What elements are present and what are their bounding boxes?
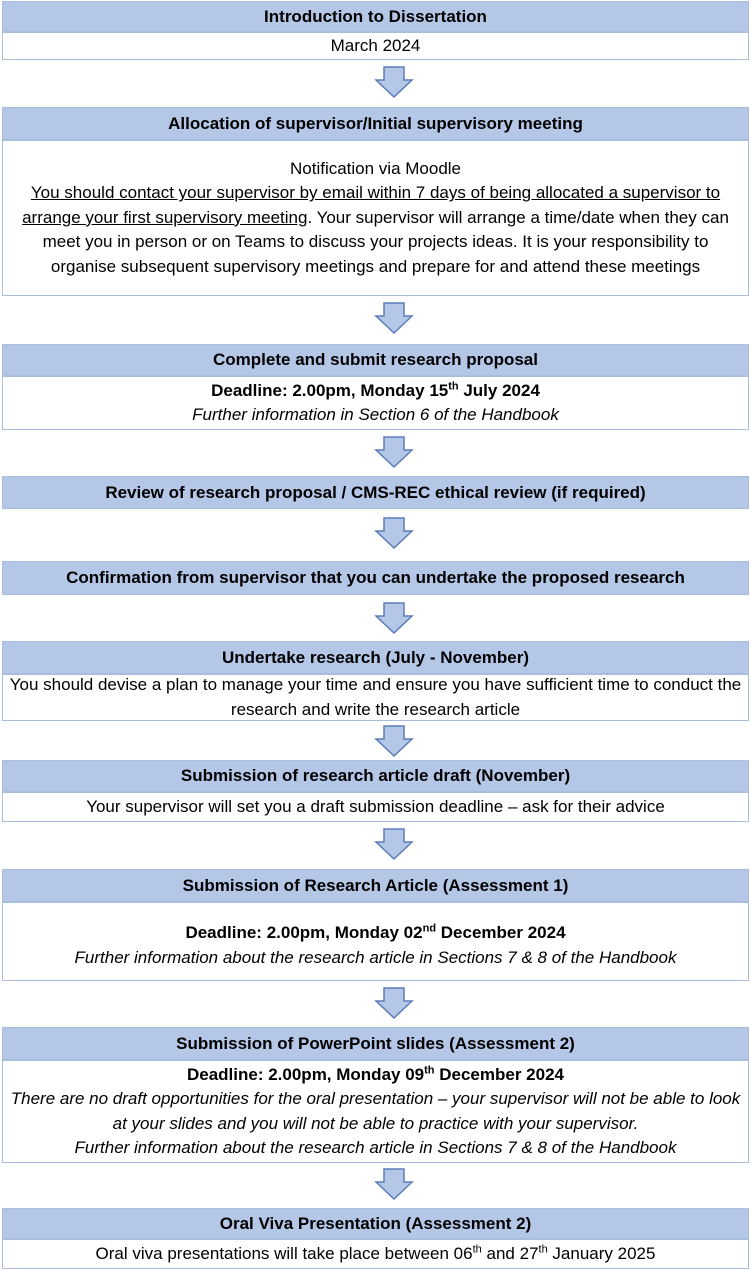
step-7-advice: Your supervisor will set you a draft sub…: [86, 796, 665, 816]
deadline-month: December 2024: [434, 1064, 564, 1084]
step-1-title: Introduction to Dissertation: [264, 6, 487, 26]
step-9-header: Submission of PowerPoint slides (Assessm…: [2, 1027, 749, 1060]
deadline-text: Deadline: 2.00pm, Monday 15: [211, 380, 449, 400]
deadline-text: Deadline: 2.00pm, Monday 09: [186, 1064, 425, 1084]
step-1-date: March 2024: [330, 35, 421, 55]
step-2-header: Allocation of supervisor/Initial supervi…: [2, 107, 749, 140]
step-2-instructions-rest: . Your supervisor will arrange a time/da…: [42, 207, 729, 276]
step-8-title: Submission of Research Article (Assessme…: [182, 875, 569, 895]
step-2-instructions: You should contact your supervisor by em…: [17, 181, 734, 279]
down-arrow-icon: [374, 987, 414, 1019]
ordinal-suffix: nd: [422, 922, 437, 935]
deadline-text: Deadline: 2.00pm, Monday 02: [185, 923, 423, 942]
ordinal-suffix: th: [448, 379, 459, 392]
down-arrow-icon: [374, 302, 414, 334]
step-10-title: Oral Viva Presentation (Assessment 2): [219, 1213, 532, 1233]
step-4-title: Review of research proposal / CMS-REC et…: [105, 482, 646, 502]
step-8-note: Further information about the research a…: [74, 947, 677, 967]
step-9-note: Further information about the research a…: [74, 1138, 677, 1157]
step-3-note: Further information in Section 6 of the …: [192, 405, 559, 424]
step-2-notification: Notification via Moodle: [289, 158, 462, 178]
step-1-body: March 2024: [2, 32, 749, 60]
down-arrow-icon: [374, 517, 414, 549]
step-6-header: Undertake research (July - November): [2, 641, 749, 674]
step-1-header: Introduction to Dissertation: [2, 1, 749, 32]
step-3-deadline: Deadline: 2.00pm, Monday 15th July 2024: [211, 379, 540, 404]
step-3-title: Complete and submit research proposal: [213, 350, 538, 369]
step-9-title: Submission of PowerPoint slides (Assessm…: [176, 1033, 575, 1053]
step-10-body: Oral viva presentations will take place …: [2, 1239, 749, 1269]
step-9-warning: There are no draft opportunities for the…: [10, 1089, 741, 1133]
down-arrow-icon: [374, 1168, 414, 1200]
down-arrow-icon: [374, 436, 414, 468]
step-5-title: Confirmation from supervisor that you ca…: [66, 568, 685, 587]
step-7-header: Submission of research article draft (No…: [2, 760, 749, 792]
deadline-month: July 2024: [458, 380, 540, 400]
down-arrow-icon: [374, 828, 414, 860]
step-8-header: Submission of Research Article (Assessme…: [2, 869, 749, 902]
step-7-body: Your supervisor will set you a draft sub…: [2, 792, 749, 822]
ordinal-suffix: th: [538, 1243, 548, 1256]
down-arrow-icon: [374, 602, 414, 634]
step-5-header: Confirmation from supervisor that you ca…: [2, 561, 749, 595]
step-7-title: Submission of research article draft (No…: [180, 766, 571, 785]
step-9-body: Deadline: 2.00pm, Monday 09th December 2…: [2, 1060, 749, 1163]
deadline-month: December 2024: [436, 923, 566, 942]
ordinal-suffix: th: [472, 1243, 482, 1256]
step-8-body: Deadline: 2.00pm, Monday 02nd December 2…: [2, 902, 749, 981]
down-arrow-icon: [374, 66, 414, 98]
dates-text-start: Oral viva presentations will take place …: [95, 1243, 473, 1263]
step-3-body: Deadline: 2.00pm, Monday 15th July 2024 …: [2, 376, 749, 430]
step-2-title: Allocation of supervisor/Initial supervi…: [168, 113, 583, 133]
step-2-instructions-underlined: You should contact your supervisor by em…: [22, 183, 721, 227]
step-2-body: Notification via Moodle You should conta…: [2, 140, 749, 296]
step-4-header: Review of research proposal / CMS-REC et…: [2, 476, 749, 509]
step-6-body: You should devise a plan to manage your …: [2, 674, 749, 721]
step-9-deadline: Deadline: 2.00pm, Monday 09th December 2…: [187, 1063, 564, 1088]
step-10-dates: Oral viva presentations will take place …: [96, 1242, 656, 1267]
step-8-deadline: Deadline: 2.00pm, Monday 02nd December 2…: [185, 921, 565, 946]
step-6-plan: You should devise a plan to manage your …: [9, 675, 742, 719]
ordinal-suffix: th: [424, 1063, 435, 1076]
step-3-header: Complete and submit research proposal: [2, 344, 749, 376]
down-arrow-icon: [374, 725, 414, 757]
step-6-title: Undertake research (July - November): [221, 647, 530, 667]
dates-text-end: January 2025: [547, 1243, 656, 1263]
dates-text-mid: and 27: [481, 1243, 539, 1263]
step-10-header: Oral Viva Presentation (Assessment 2): [2, 1208, 749, 1239]
